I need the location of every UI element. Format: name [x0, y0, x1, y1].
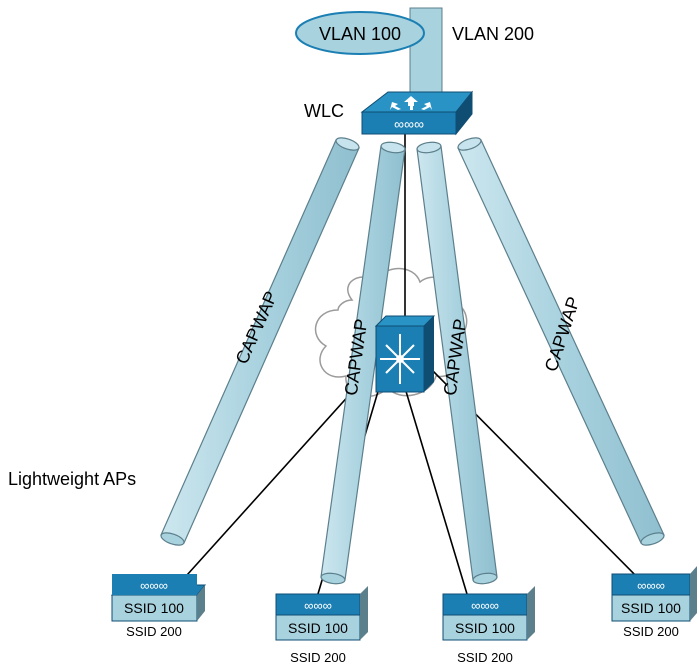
ap2-ssid-secondary: SSID 200 [290, 650, 346, 665]
vlan200-bar [409, 7, 443, 93]
tunnel-2 [320, 141, 406, 585]
tunnel-3 [416, 141, 498, 585]
wlc-arrows-icon [390, 96, 432, 110]
svg-text:∞∞∞: ∞∞∞ [471, 598, 499, 613]
svg-text:∞∞∞: ∞∞∞ [140, 578, 168, 593]
tunnel-1 [160, 137, 360, 546]
core-switch [374, 315, 436, 393]
access-point-2: ∞∞∞ SSID 100 SSID 200 [275, 586, 368, 665]
svg-text:∞∞∞: ∞∞∞ [304, 598, 332, 613]
ap3-ssid-primary: SSID 100 [455, 620, 515, 636]
ap3-ssid-secondary: SSID 200 [457, 650, 513, 665]
wlc-device: ∞∞∞ [360, 90, 474, 136]
ap1-ssid-secondary: SSID 200 [126, 624, 182, 639]
tunnel-4 [457, 137, 665, 546]
wlc-label: WLC [304, 101, 344, 121]
wlc-ports-glyph: ∞∞∞ [394, 116, 424, 132]
access-point-3: ∞∞∞ SSID 100 SSID 200 [442, 586, 535, 665]
lightweight-aps-label: Lightweight APs [8, 469, 136, 489]
ap4-ssid-secondary: SSID 200 [623, 624, 679, 639]
vlan200-label: VLAN 200 [452, 24, 534, 44]
vlan100-label: VLAN 100 [319, 24, 401, 44]
ap1-ssid-primary: SSID 100 [124, 600, 184, 616]
access-point-1: ∞∞∞ SSID 100 SSID 200 [110, 574, 207, 639]
vlan100-ellipse [295, 11, 425, 55]
ap4-ssid-primary: SSID 100 [621, 600, 681, 616]
access-point-4: ∞∞∞ SSID 100 SSID 200 [611, 566, 697, 639]
ap2-ssid-primary: SSID 100 [288, 620, 348, 636]
link-core-ap1 [177, 371, 371, 586]
svg-text:∞∞∞: ∞∞∞ [637, 578, 665, 593]
link-core-ap3 [404, 387, 471, 605]
